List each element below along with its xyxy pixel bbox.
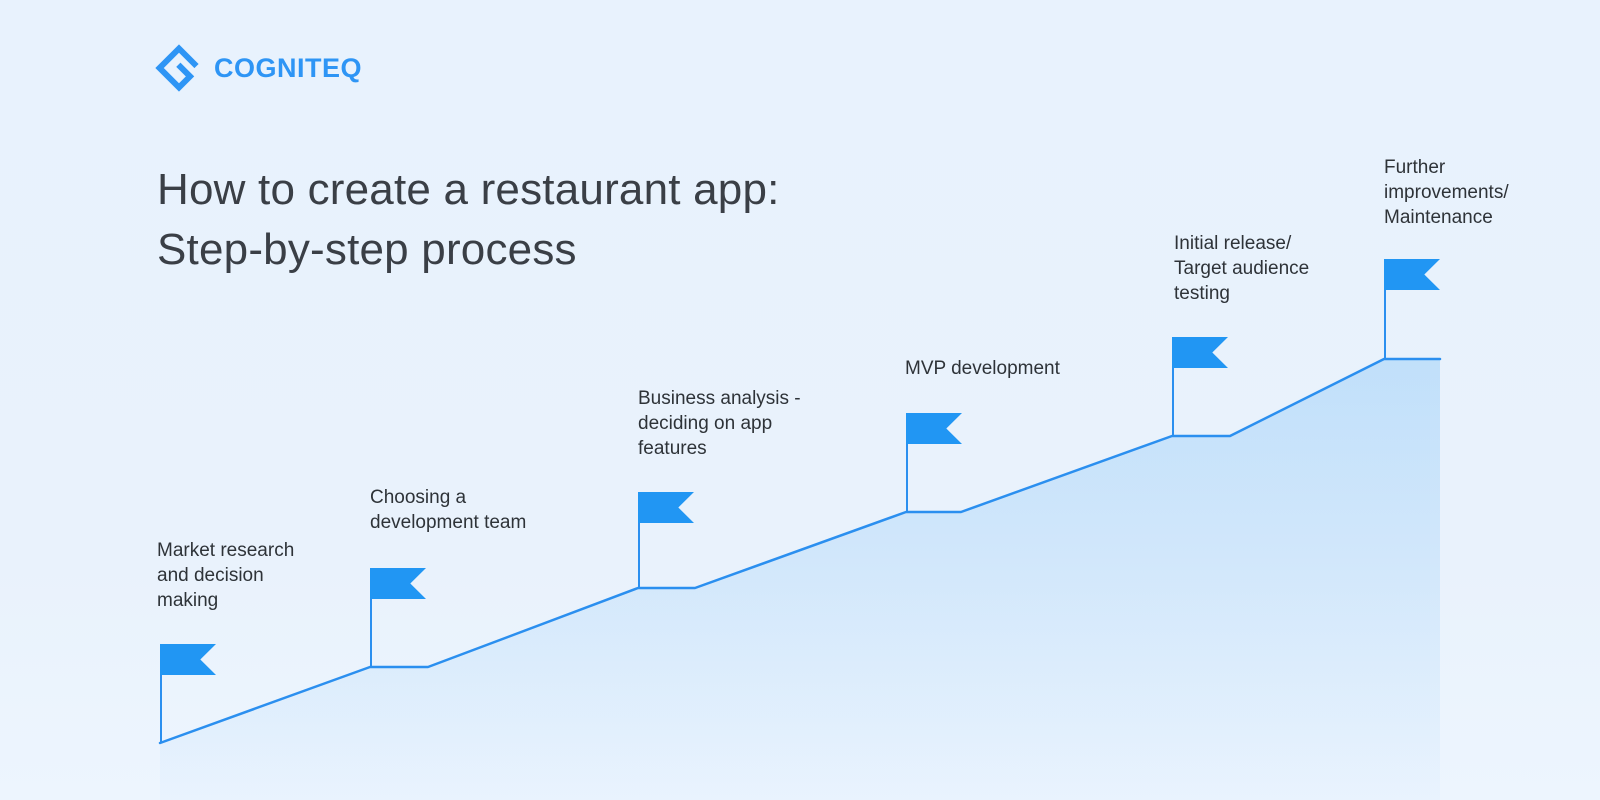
milestone-flag-icon-6 <box>1384 259 1440 290</box>
milestone-label-2: Choosing a development team <box>370 487 527 533</box>
milestone-flag-icon-5 <box>1172 337 1228 368</box>
milestone-label-6: Further improvements/ Maintenance <box>1384 157 1509 228</box>
milestone-label-1: Market research and decision making <box>157 540 295 611</box>
milestone-flag-icon-3 <box>638 492 694 523</box>
milestone-flag-icon-1 <box>160 644 216 675</box>
milestone-label-5: Initial release/ Target audience testing <box>1174 233 1310 304</box>
brand-wordmark: COGNITEQ <box>214 52 363 83</box>
cogniteq-logo-icon <box>155 44 199 92</box>
brand-logo: COGNITEQ <box>155 44 363 92</box>
milestone-flag-icon-4 <box>906 413 962 444</box>
milestone-flag-icon-2 <box>370 568 426 599</box>
milestone-label-3: Business analysis - deciding on app feat… <box>638 388 801 459</box>
page-title: How to create a restaurant app: Step-by-… <box>157 165 780 274</box>
journey-area-fill <box>160 359 1440 800</box>
milestone-label-4: MVP development <box>905 358 1060 379</box>
